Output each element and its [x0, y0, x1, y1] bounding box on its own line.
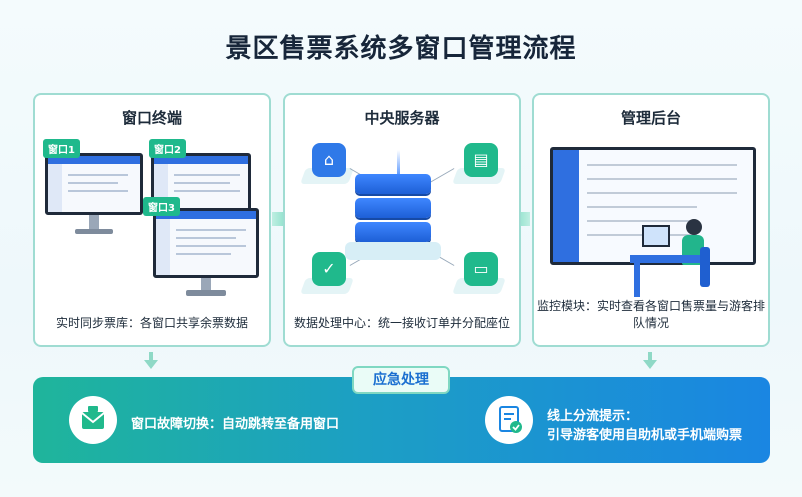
dashboard-row	[587, 178, 737, 180]
shield-check-icon: ✓	[312, 252, 346, 286]
dashboard-row	[587, 192, 737, 194]
server-panel: 中央服务器 数据处理中心：统一接收订单并分配座位	[283, 93, 521, 347]
terminal-panel: 窗口终端 窗口1 窗口2 窗口3 实时同步票库：各窗口共享余票数据	[33, 93, 271, 347]
server-layer	[355, 198, 431, 218]
chair	[700, 247, 710, 287]
diversion-title: 线上分流提示：	[547, 409, 639, 424]
server-base	[345, 242, 441, 260]
down-arrow-icon	[144, 360, 158, 369]
window-tag-3: 窗口3	[143, 197, 180, 216]
server-layer	[355, 222, 431, 242]
ticket-icon: ▭	[464, 252, 498, 286]
server-glow	[397, 150, 400, 180]
failover-text: 窗口故障切换：自动跳转至备用窗口	[131, 417, 340, 432]
terminal-panel-caption: 实时同步票库：各窗口共享余票数据	[55, 316, 248, 330]
admin-panel-title: 管理后台	[620, 109, 681, 127]
desk-leg	[634, 263, 640, 297]
window-tag-2: 窗口2	[149, 139, 186, 158]
chart-icon: ▤	[464, 143, 498, 177]
diversion-text: 引导游客使用自助机或手机端购票	[547, 428, 743, 443]
person-head	[686, 219, 702, 235]
server-layer	[355, 174, 431, 194]
emergency-badge: 应急处理	[352, 366, 450, 394]
dashboard-row	[587, 164, 737, 166]
window-tag-1: 窗口1	[43, 139, 80, 158]
down-arrow-stem	[648, 352, 652, 360]
page-title: 景区售票系统多窗口管理流程	[225, 34, 577, 64]
dashboard-row	[587, 206, 697, 208]
terminal-panel-title: 窗口终端	[121, 109, 182, 127]
admin-panel-caption: 监控模块：实时查看各窗口售票量与游客排队情况	[536, 299, 765, 330]
monitor-icon	[45, 153, 143, 239]
clipboard-check-icon	[485, 396, 533, 444]
dashboard-row	[587, 220, 697, 222]
server-panel-caption: 数据处理中心：统一接收订单并分配座位	[293, 316, 510, 330]
admin-panel: 管理后台 监控模块：实时查看各窗口售票量与游客排队情况	[532, 93, 770, 347]
dashboard-screen	[550, 147, 756, 265]
desk	[630, 255, 700, 263]
desk-monitor	[642, 225, 670, 247]
monitor-icon	[153, 208, 259, 300]
envelope-switch-icon	[69, 396, 117, 444]
dashboard-sidebar	[553, 150, 579, 262]
down-arrow-stem	[149, 352, 153, 360]
server-panel-title: 中央服务器	[364, 109, 440, 127]
down-arrow-icon	[643, 360, 657, 369]
home-icon: ⌂	[312, 143, 346, 177]
